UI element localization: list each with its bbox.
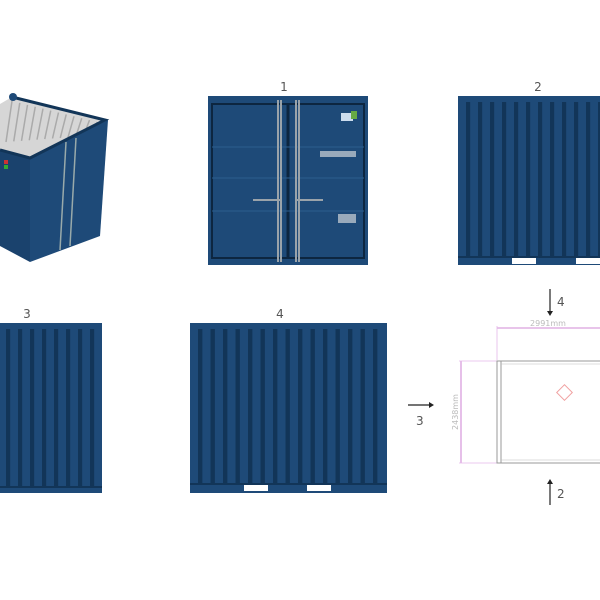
corrugation-rib xyxy=(323,329,328,484)
corrugation-rib xyxy=(598,102,600,257)
left-face xyxy=(0,150,30,262)
side-view-left: 4 xyxy=(190,307,387,493)
interior-rib xyxy=(59,114,67,139)
width-dimension: 2438mm xyxy=(451,394,460,430)
interior-rib xyxy=(13,102,21,142)
corrugation-rib xyxy=(54,329,59,487)
corrugation-rib xyxy=(550,102,555,257)
length-dimension: 2991mm xyxy=(530,319,566,328)
corrugation-rib xyxy=(90,329,95,487)
corrugation-rib xyxy=(298,329,303,484)
corrugation-rib xyxy=(526,102,531,257)
corrugation-rib xyxy=(198,329,203,484)
arrow-label-3: 3 xyxy=(416,414,424,428)
corrugation-rib xyxy=(478,102,483,257)
corrugation-rib xyxy=(348,329,353,484)
corrugation-rib xyxy=(490,102,495,257)
corrugation-rib xyxy=(42,329,47,487)
side-view-right: 2 xyxy=(458,80,600,265)
isometric-view xyxy=(0,93,110,262)
corrugation-rib xyxy=(502,102,507,257)
corrugation-rib xyxy=(514,102,519,257)
corrugation-rib xyxy=(562,102,567,257)
front-view: 1 xyxy=(208,80,368,265)
view-label-1: 1 xyxy=(280,80,288,94)
corrugation-rib xyxy=(223,329,228,484)
corrugation-rib xyxy=(78,329,83,487)
corrugation-rib xyxy=(466,102,471,257)
interior-rib xyxy=(51,112,60,139)
door-face xyxy=(30,120,108,262)
corrugation-rib xyxy=(586,102,591,257)
corrugation-rib xyxy=(248,329,253,484)
corrugation-rib xyxy=(360,329,365,484)
back-view: 3 xyxy=(0,307,102,493)
corrugation-rib xyxy=(574,102,579,257)
corrugation-rib xyxy=(335,329,340,484)
corner-casting xyxy=(9,93,17,101)
interior-rib xyxy=(28,106,36,141)
corrugation-rib xyxy=(235,329,240,484)
plan-view: 4 3 2 2991mm 2438mm xyxy=(408,289,600,505)
corrugation-rib xyxy=(310,329,315,484)
corrugation-rib xyxy=(260,329,265,484)
arrow-label-2: 2 xyxy=(557,487,565,501)
interior-rib xyxy=(67,116,75,138)
hazard-diamond-icon xyxy=(556,384,573,401)
interior-rib xyxy=(36,108,44,140)
corrugation-rib xyxy=(538,102,543,257)
interior-rib xyxy=(5,100,13,143)
view-label-3: 3 xyxy=(23,307,31,321)
corrugation-rib xyxy=(273,329,278,484)
corrugation-rib xyxy=(66,329,71,487)
corrugation-rib xyxy=(210,329,215,484)
corrugation-rib xyxy=(18,329,23,487)
corrugation-rib xyxy=(6,329,11,487)
arrow-label-4: 4 xyxy=(557,295,565,309)
interior-rib xyxy=(44,110,52,140)
view-label-4: 4 xyxy=(276,307,284,321)
corrugation-rib xyxy=(373,329,378,484)
interior-rib xyxy=(20,104,29,141)
view-label-2: 2 xyxy=(534,80,542,94)
corrugation-rib xyxy=(30,329,35,487)
corrugation-rib xyxy=(285,329,290,484)
